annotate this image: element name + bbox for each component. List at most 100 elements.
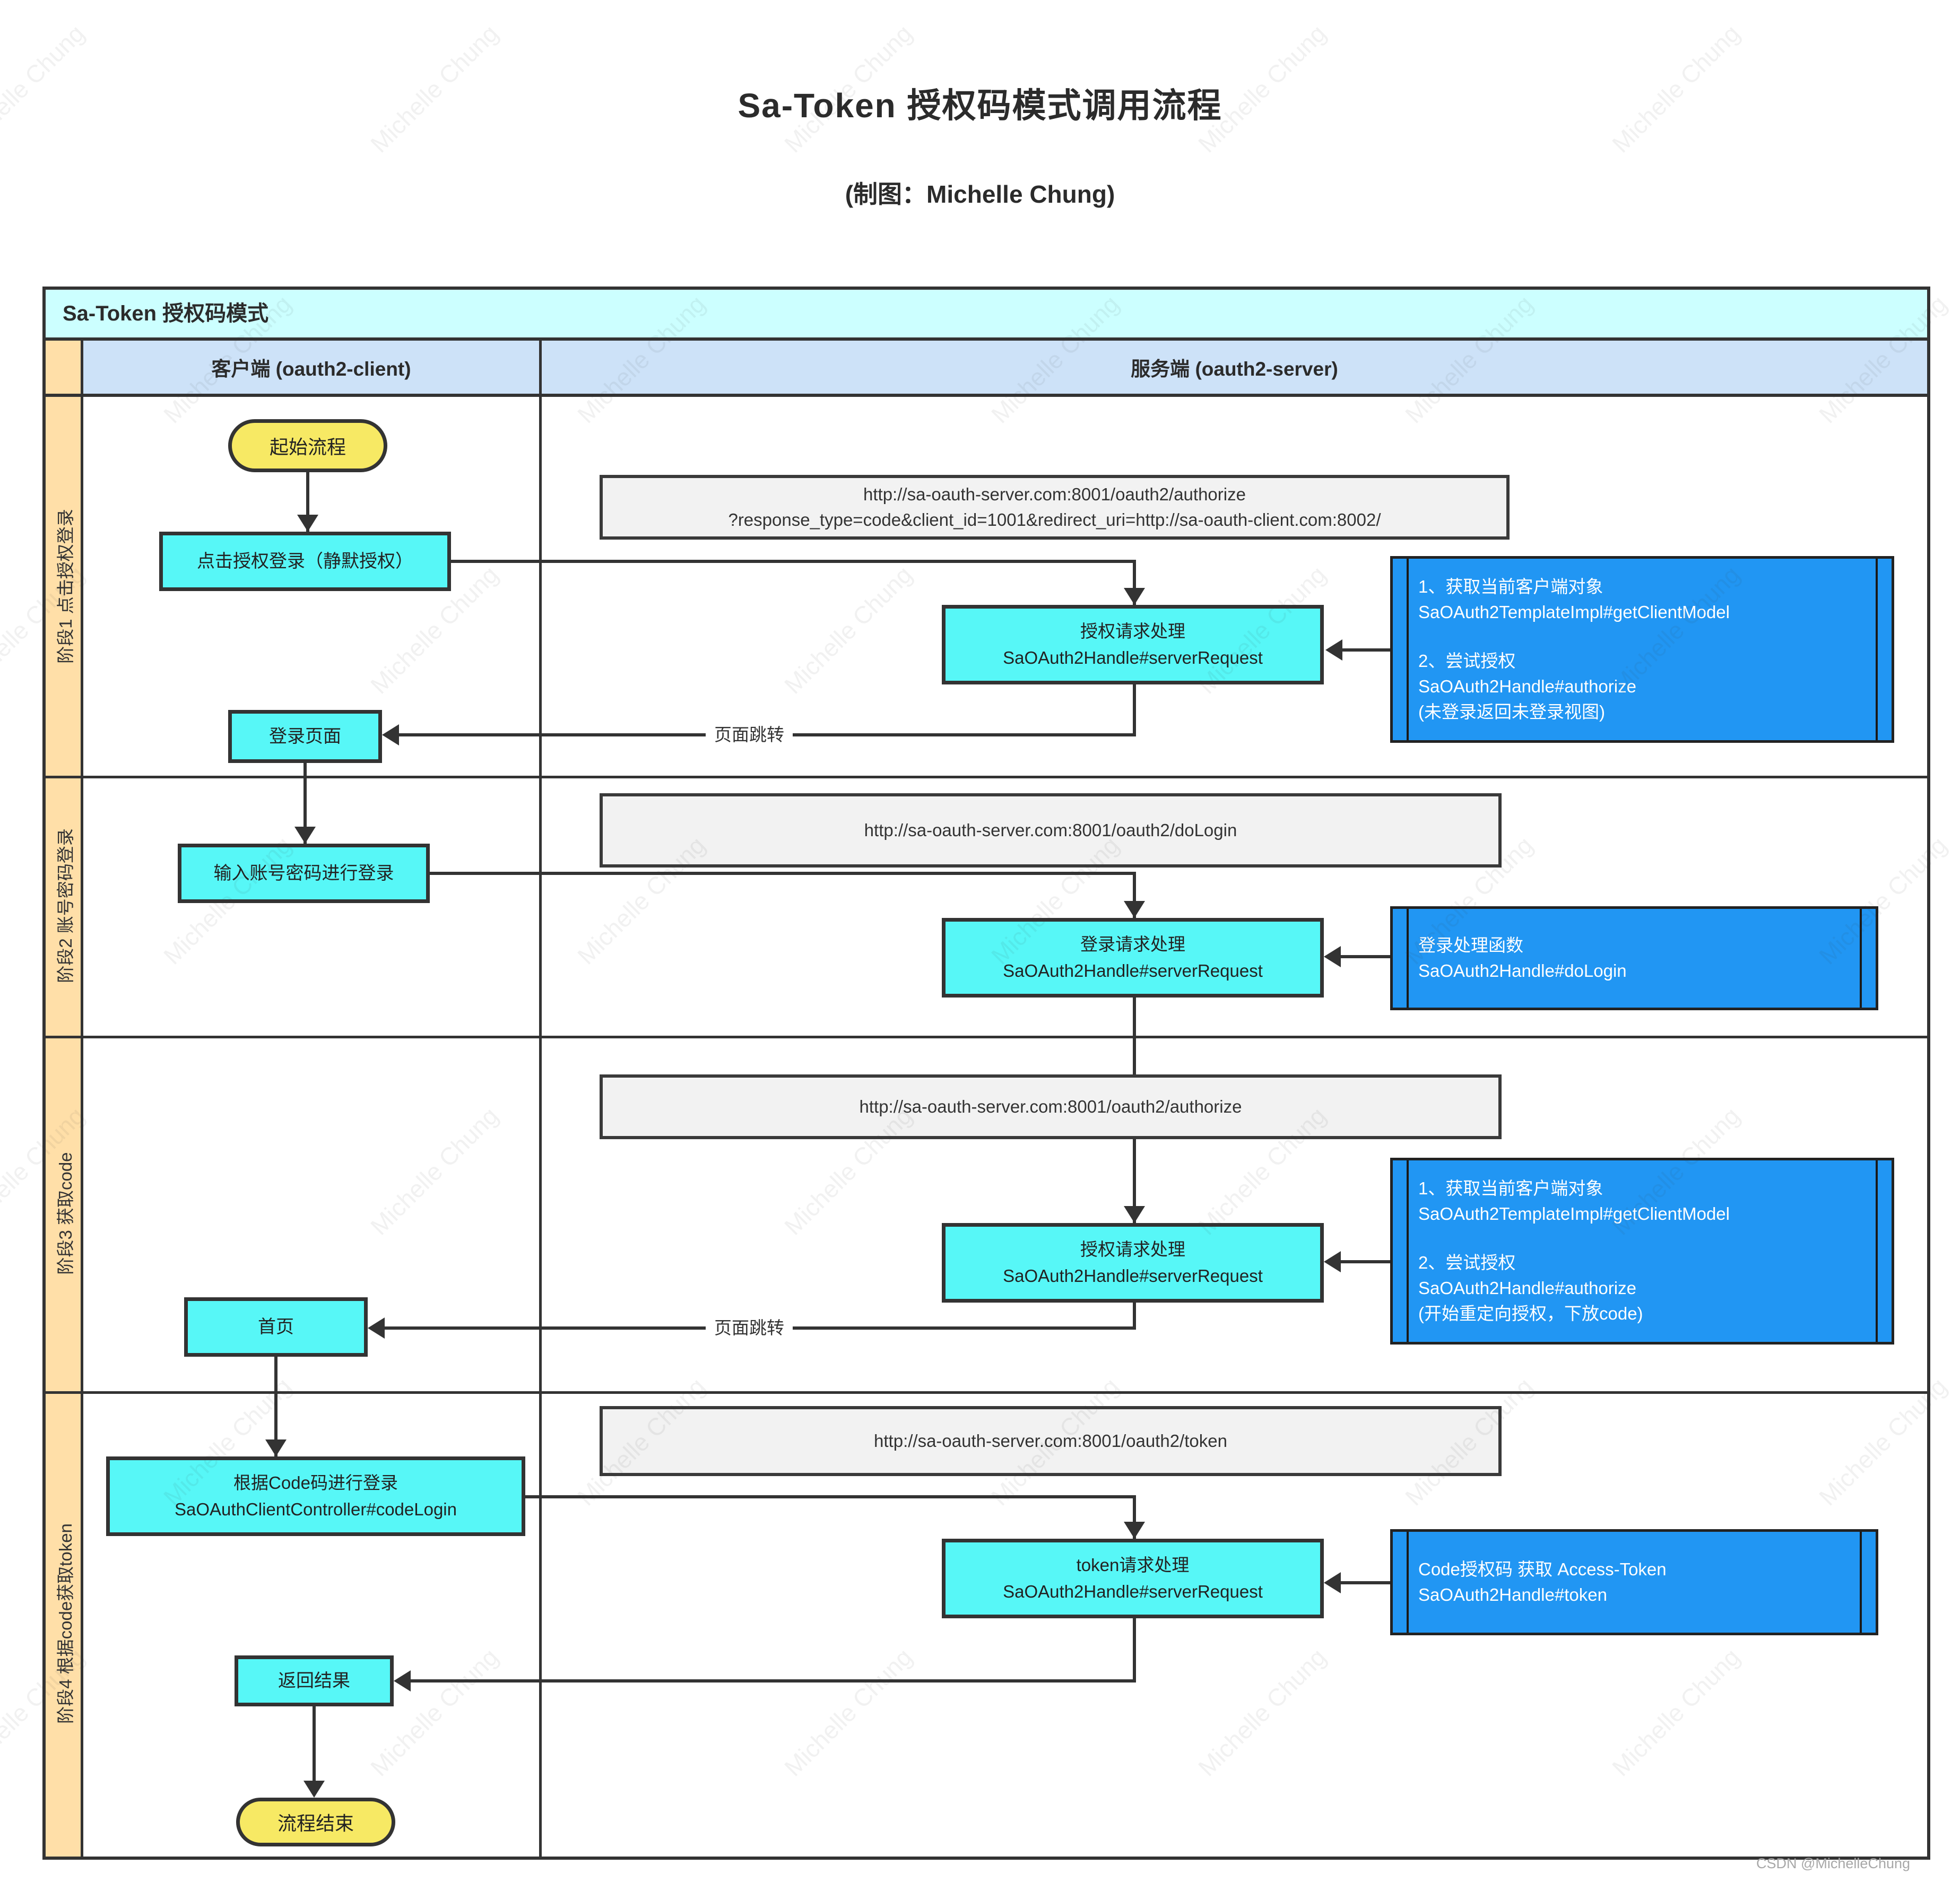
url-authorize-2-text: http://sa-oauth-server.com:8001/oauth2/a… — [859, 1097, 1242, 1116]
connector-click-to-server — [451, 560, 1136, 563]
arrowhead-left-icon — [1325, 639, 1342, 661]
auth-request-2-sub: SaOAuth2Handle#serverRequest — [1003, 1266, 1263, 1286]
url-authorize-line1: http://sa-oauth-server.com:8001/oauth2/a… — [863, 484, 1246, 504]
note-side-bar — [1876, 559, 1878, 740]
connector-home-down — [274, 1357, 277, 1456]
stage-label-2: 阶段2 账号密码登录 — [56, 828, 75, 983]
note-authorize-step2: 1、获取当前客户端对象 SaOAuth2TemplateImpl#getClie… — [1390, 1158, 1894, 1345]
connector-token-req-down — [1133, 1618, 1136, 1682]
home-label: 首页 — [258, 1317, 294, 1337]
note4-line2: SaOAuth2Handle#token — [1418, 1585, 1607, 1605]
note3-line1: 1、获取当前客户端对象 — [1418, 1178, 1603, 1198]
start-node-label: 起始流程 — [269, 436, 346, 458]
code-login-sub: SaOAuthClientController#codeLogin — [175, 1499, 457, 1519]
lane-header-row — [83, 341, 1927, 394]
note3-line3: 2、尝试授权 — [1418, 1253, 1516, 1272]
arrowhead-down-icon — [1124, 1522, 1145, 1539]
note3-line2: SaOAuth2TemplateImpl#getClientModel — [1418, 1204, 1730, 1224]
connector-result-to-end — [313, 1706, 316, 1781]
token-request-node: token请求处理 SaOAuth2Handle#serverRequest — [942, 1539, 1324, 1618]
note-do-login: 登录处理函数 SaOAuth2Handle#doLogin — [1390, 906, 1878, 1010]
enter-credentials-label: 输入账号密码进行登录 — [213, 863, 394, 883]
connector-auth-req-2-down — [1133, 1303, 1136, 1330]
connector-start-to-click — [306, 472, 309, 532]
edge-label-page-jump-2: 页面跳转 — [706, 1313, 793, 1343]
note-side-bar — [1860, 1532, 1862, 1633]
divider-under-frame-title — [42, 337, 1930, 341]
arrowhead-down-icon — [1124, 588, 1145, 605]
stage-label-column — [46, 341, 81, 1857]
url-token-text: http://sa-oauth-server.com:8001/oauth2/t… — [874, 1431, 1227, 1451]
auth-request-node-2: 授权请求处理 SaOAuth2Handle#serverRequest — [942, 1223, 1324, 1303]
lane-header-client: 客户端 (oauth2-client) — [211, 358, 411, 380]
url-authorize-line2: ?response_type=code&client_id=1001&redir… — [728, 510, 1381, 530]
connector-into-token-req — [1133, 1495, 1136, 1539]
divider-under-lane-header — [42, 394, 1930, 397]
divider-stage2-stage3 — [42, 1036, 1930, 1038]
connector-into-auth-req-2 — [1133, 1139, 1136, 1223]
connector-note1-to-auth-req — [1342, 648, 1390, 652]
note-side-bar — [1876, 1160, 1878, 1342]
divider-stage-strip — [81, 341, 83, 1857]
connector-to-result — [411, 1679, 1136, 1682]
note-token: Code授权码 获取 Access-Token SaOAuth2Handle#t… — [1390, 1529, 1878, 1635]
arrowhead-left-icon — [394, 1670, 411, 1692]
return-result-label: 返回结果 — [278, 1671, 350, 1691]
arrowhead-left-icon — [1324, 1251, 1341, 1272]
connector-note4-to-token-req — [1341, 1581, 1390, 1584]
home-node: 首页 — [184, 1297, 368, 1357]
login-request-title: 登录请求处理 — [1080, 934, 1185, 954]
frame-title-bar — [46, 290, 1927, 337]
auth-request-title: 授权请求处理 — [1080, 621, 1185, 641]
divider-client-server — [539, 341, 542, 1857]
note1-line5: (未登录返回未登录视图) — [1418, 702, 1605, 722]
auth-request-node-1: 授权请求处理 SaOAuth2Handle#serverRequest — [942, 605, 1324, 684]
return-result-node: 返回结果 — [235, 1655, 394, 1706]
note-authorize-step1: 1、获取当前客户端对象 SaOAuth2TemplateImpl#getClie… — [1390, 556, 1894, 743]
code-login-node: 根据Code码进行登录 SaOAuthClientController#code… — [106, 1456, 525, 1536]
page-subtitle: (制图：Michelle Chung) — [845, 180, 1115, 208]
arrowhead-down-icon — [303, 1781, 325, 1798]
arrowhead-left-icon — [1324, 1572, 1341, 1593]
arrowhead-down-icon — [1124, 901, 1145, 918]
edge-label-page-jump-1: 页面跳转 — [706, 720, 793, 750]
arrowhead-left-icon — [1324, 946, 1341, 967]
connector-credentials-to-server — [430, 872, 1136, 875]
arrowhead-left-icon — [368, 1317, 385, 1339]
connector-code-login-to-server — [525, 1495, 1136, 1498]
arrowhead-down-icon — [297, 515, 318, 532]
page-title: Sa-Token 授权码模式调用流程 — [738, 86, 1222, 125]
auth-request-2-title: 授权请求处理 — [1080, 1239, 1185, 1259]
start-node: 起始流程 — [228, 419, 387, 472]
divider-stage1-stage2 — [42, 776, 1930, 778]
url-authorize-2: http://sa-oauth-server.com:8001/oauth2/a… — [600, 1074, 1502, 1139]
stage-label-4: 阶段4 根据code获取token — [56, 1523, 75, 1724]
login-page-node: 登录页面 — [228, 710, 382, 763]
note-side-bar — [1860, 909, 1862, 1008]
divider-stage3-stage4 — [42, 1391, 1930, 1394]
note2-line1: 登录处理函数 — [1418, 935, 1523, 955]
note1-line1: 1、获取当前客户端对象 — [1418, 577, 1603, 596]
connector-login-page-down — [303, 763, 307, 844]
end-node: 流程结束 — [236, 1798, 395, 1846]
stage-label-1: 阶段1 点击授权登录 — [56, 509, 75, 664]
note-side-bar — [1407, 559, 1409, 740]
click-auth-login-node: 点击授权登录（静默授权） — [159, 532, 451, 591]
note1-line2: SaOAuth2TemplateImpl#getClientModel — [1418, 602, 1730, 622]
url-do-login-text: http://sa-oauth-server.com:8001/oauth2/d… — [864, 820, 1237, 840]
url-authorize-request: http://sa-oauth-server.com:8001/oauth2/a… — [600, 475, 1510, 540]
note1-line4: SaOAuth2Handle#authorize — [1418, 677, 1636, 696]
note3-line4: SaOAuth2Handle#authorize — [1418, 1278, 1636, 1298]
url-do-login: http://sa-oauth-server.com:8001/oauth2/d… — [600, 793, 1502, 868]
frame-title: Sa-Token 授权码模式 — [63, 302, 269, 325]
click-auth-login-label: 点击授权登录（静默授权） — [197, 551, 413, 571]
note3-line5: (开始重定向授权，下放code) — [1418, 1304, 1643, 1323]
enter-credentials-node: 输入账号密码进行登录 — [178, 844, 430, 903]
arrowhead-down-icon — [1124, 1206, 1145, 1223]
end-node-label: 流程结束 — [277, 1812, 354, 1834]
note-side-bar — [1407, 909, 1409, 1008]
note-side-bar — [1407, 1160, 1409, 1342]
connector-auth-req-down — [1133, 684, 1136, 736]
connector-into-login-req — [1133, 872, 1136, 918]
